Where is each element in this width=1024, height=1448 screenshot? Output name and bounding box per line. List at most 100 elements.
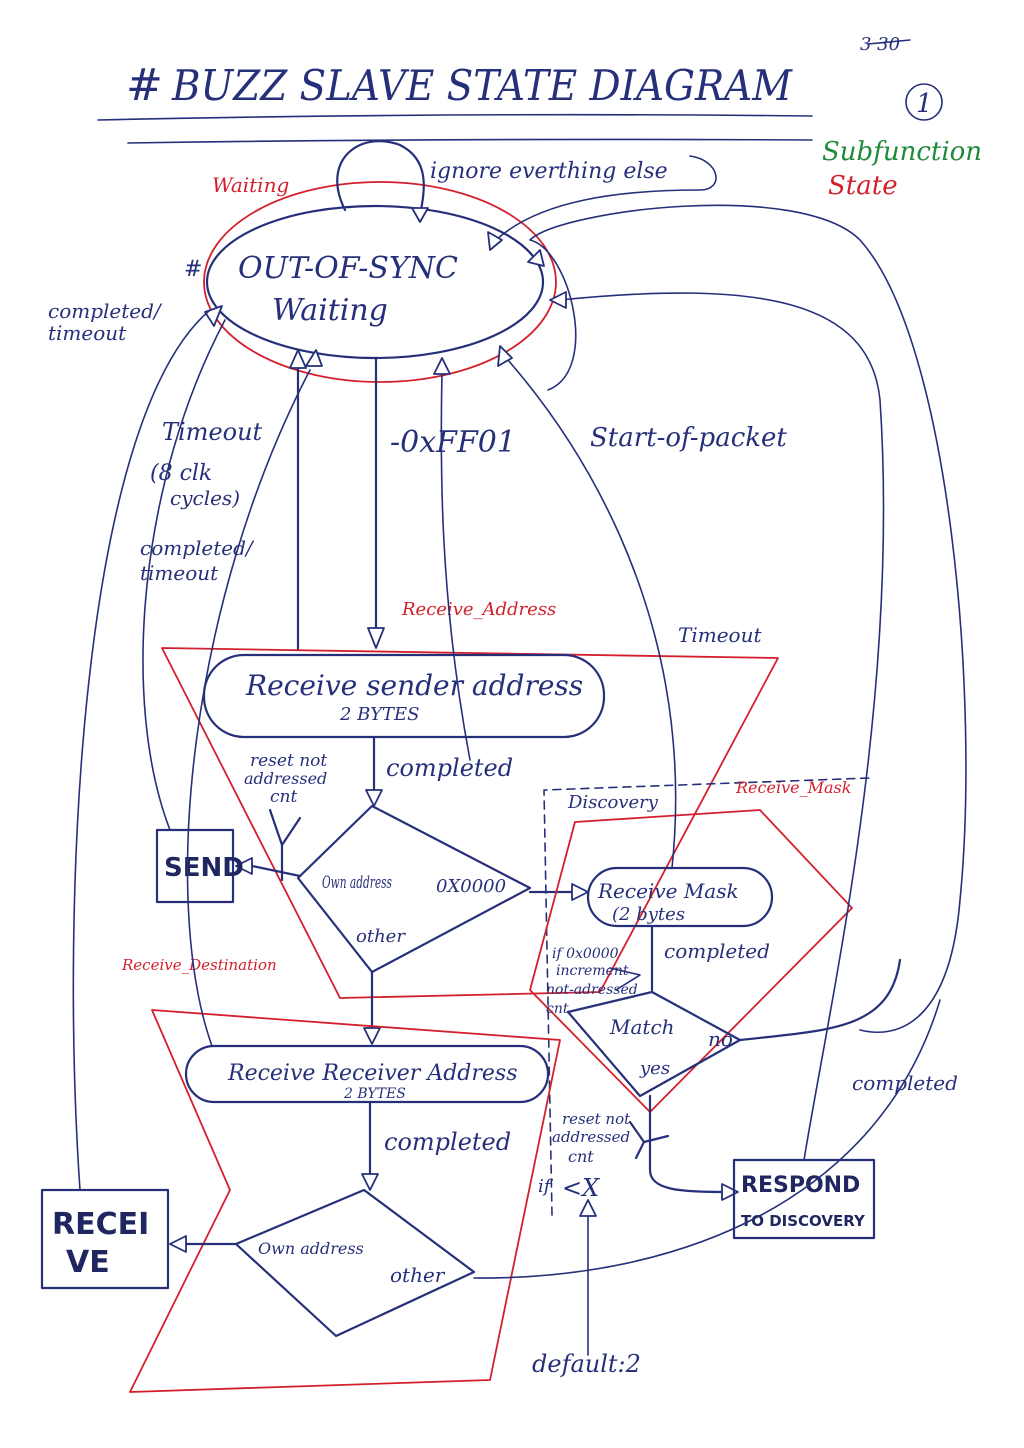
receive-receiver-box — [184, 1044, 550, 1104]
receive-box — [40, 1188, 170, 1290]
receive-sender-bytes: 2 BYTES — [339, 704, 419, 725]
match-yes-arrow — [648, 1094, 726, 1194]
timeout-sender-arrowhead — [289, 349, 307, 369]
reset2-b: addressed — [552, 1128, 630, 1146]
receive-destination-outline — [129, 1009, 561, 1393]
timeout-label-a: Timeout — [162, 418, 263, 446]
if-junction — [609, 967, 641, 991]
if-lt-b: <X — [562, 1174, 600, 1202]
completed-receiver-label: completed — [384, 1128, 511, 1156]
start-code-label: -0xFF01 — [390, 425, 516, 460]
title-underline — [97, 113, 813, 121]
out-of-sync-label: OUT-OF-SYNC — [238, 251, 458, 286]
completed-timeout-1b: timeout — [48, 321, 127, 345]
receiver-own-address: Own address — [258, 1239, 364, 1258]
discovery-boundary — [543, 777, 871, 1216]
respond-label: RESPOND — [741, 1173, 860, 1198]
sender-other: other — [356, 926, 406, 947]
if-increment-a: if 0x0000 — [552, 946, 619, 962]
completed-mask-label: completed — [664, 939, 770, 963]
reset2-junction — [628, 1120, 670, 1160]
timeout-right-label: Timeout — [678, 623, 762, 647]
receive-mask-outline — [529, 809, 853, 1113]
other-to-receiver-arrowhead — [363, 1027, 381, 1045]
legend: Subfunction State — [822, 137, 982, 201]
reset-cnt-a: reset not — [250, 751, 327, 771]
match-no-label: no — [708, 1027, 733, 1051]
legend-subfunction: Subfunction — [822, 137, 982, 167]
respond-return — [559, 292, 885, 1161]
receive-arrowhead — [169, 1235, 187, 1253]
page-marker-circle — [905, 83, 943, 121]
send-junction — [268, 808, 302, 882]
right-loop-arrowhead — [527, 249, 545, 267]
receiver-timeout-return — [186, 369, 311, 1047]
respond-return-arrowhead — [549, 291, 567, 309]
diagram-title: BUZZ SLAVE STATE DIAGRAM — [171, 61, 793, 110]
ignore-self-loop — [336, 140, 425, 217]
receive-mask-state-label: Receive_Mask — [735, 778, 851, 797]
timeout-label-b: (8 clk — [150, 461, 212, 486]
receiver-completed-arrowhead — [361, 1173, 379, 1191]
start-of-packet-label: Start-of-packet — [590, 423, 787, 453]
reset-cnt-b: addressed — [244, 769, 327, 788]
title-block: # BUZZ SLAVE STATE DIAGRAM 3 30 1 — [97, 34, 943, 144]
receive-destination-state: Receive_Destination Receive Receiver Add… — [121, 956, 561, 1393]
send-return — [142, 319, 226, 831]
waiting-state-outline — [203, 181, 557, 383]
receive-mask-label: Receive Mask — [597, 879, 739, 903]
send-arrow — [250, 864, 302, 878]
page-number-strike — [867, 39, 911, 45]
receive-sender-label: Receive sender address — [245, 669, 583, 702]
ignore-return-arc — [495, 155, 717, 241]
timeout-discovery-return — [507, 359, 677, 869]
match-yes-label: yes — [639, 1058, 670, 1079]
match-no-arrow — [738, 958, 902, 1042]
respond-label-2: TO DISCOVERY — [741, 1212, 866, 1230]
completed-sender-label: completed — [386, 754, 513, 782]
initial-state-mark: # — [184, 257, 202, 282]
start-of-packet-arrowhead — [367, 627, 385, 649]
sender-own-address: Own address — [322, 873, 392, 893]
receiver-timeout-arrowhead — [305, 349, 323, 367]
if-increment-b: increment — [556, 963, 629, 979]
reset-cnt-c: cnt — [270, 787, 297, 807]
receive-return — [72, 309, 211, 1191]
receive-address-outline — [161, 647, 779, 999]
sender-completed-arrowhead — [365, 789, 383, 807]
threshold-arrowhead — [579, 1199, 597, 1217]
receive-receiver-label: Receive Receiver Address — [227, 1061, 518, 1086]
receive-mask-bytes: (2 bytes — [612, 904, 685, 925]
ignore-arrowhead — [411, 207, 429, 223]
completed-timeout-1a: completed/ — [48, 299, 163, 323]
timeout-label-c: cycles) — [170, 486, 240, 510]
sender-decision: Own address 0X0000 other — [296, 804, 532, 974]
receive-label-1: RECEI — [52, 1207, 149, 1242]
receive-mask-box — [586, 866, 774, 928]
receive-address-state: Receive_Address Receive sender address 2… — [161, 599, 779, 999]
start-return-arrowhead — [433, 357, 451, 375]
other-return — [473, 999, 941, 1279]
reset2-c: cnt — [568, 1147, 594, 1166]
discovery-label: Discovery — [567, 792, 659, 813]
ignore-label: ignore everthing else — [430, 159, 668, 184]
completed-respond-label: completed — [852, 1071, 958, 1095]
completed-timeout-2b: timeout — [140, 561, 219, 585]
if-lt-a: if — [538, 1176, 554, 1197]
reset2-a: reset not — [562, 1110, 631, 1128]
if-increment-d: cnt — [546, 1001, 569, 1017]
ignore-return-arrowhead — [487, 231, 503, 251]
match-label: Match — [609, 1015, 675, 1039]
receiver-other: other — [390, 1263, 446, 1287]
waiting-state-label: Waiting — [212, 173, 289, 197]
start-return — [440, 371, 471, 761]
title-prefix: # — [126, 60, 163, 111]
legend-state: State — [828, 171, 898, 201]
receiver-decision: Own address other — [234, 1188, 476, 1338]
receive-receiver-bytes: 2 BYTES — [343, 1086, 406, 1102]
default-label: default:2 — [532, 1350, 641, 1378]
zero-to-mask-arrowhead — [571, 883, 589, 901]
receive-destination-label: Receive_Destination — [121, 956, 277, 974]
out-of-sync-state: OUT-OF-SYNC Waiting Waiting # ignore eve… — [184, 140, 668, 383]
